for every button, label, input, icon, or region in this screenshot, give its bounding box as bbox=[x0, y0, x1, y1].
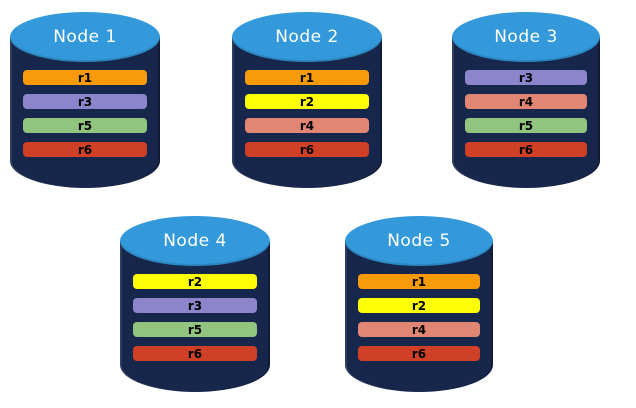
cylinder-top-icon bbox=[120, 216, 270, 266]
replica-stack: r1 r2 r4 r6 bbox=[345, 274, 493, 361]
cylinder-body bbox=[452, 37, 600, 188]
cylinder-top-icon bbox=[232, 12, 382, 62]
replica-bar[interactable]: r6 bbox=[244, 142, 370, 157]
replica-stack: r1 r3 r5 r6 bbox=[10, 70, 160, 157]
cylinder-body bbox=[120, 241, 270, 392]
replica-bar[interactable]: r1 bbox=[22, 70, 148, 85]
replica-bar[interactable]: r3 bbox=[22, 94, 148, 109]
cylinder-body bbox=[232, 37, 382, 188]
replica-bar[interactable]: r2 bbox=[132, 274, 258, 289]
replica-bar[interactable]: r4 bbox=[357, 322, 481, 337]
cylinder-top-icon bbox=[10, 12, 160, 62]
replica-stack: r3 r4 r5 r6 bbox=[452, 70, 600, 157]
replica-bar[interactable]: r3 bbox=[132, 298, 258, 313]
replica-stack: r2 r3 r5 r6 bbox=[120, 274, 270, 361]
replica-bar[interactable]: r6 bbox=[22, 142, 148, 157]
cylinder-top-icon bbox=[345, 216, 493, 266]
cylinder-body bbox=[10, 37, 160, 188]
replica-bar[interactable]: r6 bbox=[464, 142, 588, 157]
replica-bar[interactable]: r5 bbox=[464, 118, 588, 133]
replica-bar[interactable]: r4 bbox=[244, 118, 370, 133]
replica-bar[interactable]: r1 bbox=[357, 274, 481, 289]
replica-bar[interactable]: r4 bbox=[464, 94, 588, 109]
cylinder-top-icon bbox=[452, 12, 600, 62]
replica-bar[interactable]: r5 bbox=[22, 118, 148, 133]
replica-bar[interactable]: r5 bbox=[132, 322, 258, 337]
replica-bar[interactable]: r3 bbox=[464, 70, 588, 85]
replica-bar[interactable]: r2 bbox=[357, 298, 481, 313]
replica-bar[interactable]: r6 bbox=[357, 346, 481, 361]
replica-bar[interactable]: r1 bbox=[244, 70, 370, 85]
replica-stack: r1 r2 r4 r6 bbox=[232, 70, 382, 157]
cylinder-body bbox=[345, 241, 493, 392]
replica-bar[interactable]: r6 bbox=[132, 346, 258, 361]
replica-bar[interactable]: r2 bbox=[244, 94, 370, 109]
